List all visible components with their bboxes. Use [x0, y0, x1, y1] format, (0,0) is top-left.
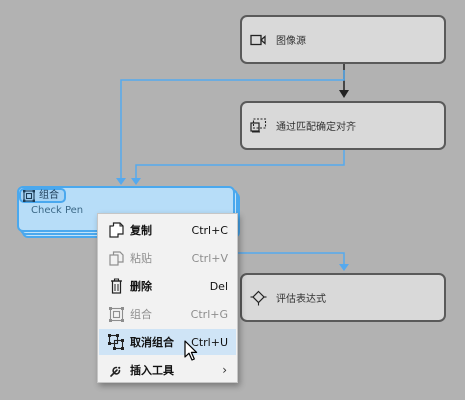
menu-item-label: 组合	[130, 308, 152, 321]
node-evaluate-expression[interactable]: 评估表达式	[240, 273, 446, 322]
menu-item-label: 复制	[130, 224, 152, 237]
menu-item-shortcut: Ctrl+G	[190, 307, 228, 321]
menu-item-label: 取消组合	[130, 336, 174, 349]
node-label: 通过匹配确定对齐	[276, 122, 356, 133]
node-align[interactable]: 通过匹配确定对齐	[240, 101, 446, 150]
menu-item-copy[interactable]: 复制 Ctrl+C	[99, 217, 236, 243]
wire-group-to-expression	[230, 252, 345, 266]
menu-item-shortcut: Ctrl+U	[191, 335, 228, 349]
expression-diamond-icon	[249, 289, 267, 307]
group-title-tab[interactable]: 组合	[19, 188, 66, 203]
group-title: 组合	[39, 189, 59, 201]
wire-align-to-group	[135, 149, 345, 180]
menu-item-label: 插入工具	[130, 364, 174, 377]
menu-item-shortcut: Ctrl+C	[191, 223, 228, 237]
menu-item-delete[interactable]: 删除 Del	[99, 273, 236, 299]
menu-item-label: 粘贴	[130, 252, 152, 265]
node-label: 图像源	[276, 36, 306, 47]
trash-icon	[107, 277, 125, 295]
group-frame-icon	[23, 189, 35, 202]
align-frame-icon	[249, 117, 267, 135]
ungroup-icon	[107, 333, 125, 351]
copy-icon	[107, 221, 125, 239]
arrowhead-expression	[339, 264, 349, 271]
group-subtitle: Check Pen	[31, 205, 84, 216]
node-image-source[interactable]: 图像源	[240, 15, 446, 64]
menu-item-shortcut: Del	[209, 279, 228, 293]
group-icon	[107, 305, 125, 323]
arrowhead-group-2	[131, 178, 141, 185]
wrench-icon	[107, 361, 125, 379]
menu-item-ungroup[interactable]: 取消组合 Ctrl+U	[99, 329, 236, 355]
menu-item-shortcut: Ctrl+V	[191, 251, 228, 265]
menu-item-insert-tool[interactable]: 插入工具 ›	[99, 357, 236, 383]
mouse-pointer-icon	[184, 340, 198, 361]
arrowhead-group-1	[116, 178, 126, 185]
submenu-chevron-right-icon: ›	[222, 363, 227, 377]
menu-item-group[interactable]: 组合 Ctrl+G	[99, 301, 236, 327]
paste-icon	[107, 249, 125, 267]
menu-item-paste[interactable]: 粘贴 Ctrl+V	[99, 245, 236, 271]
arrowhead-align	[339, 90, 349, 98]
video-camera-icon	[249, 31, 267, 49]
context-menu[interactable]: 复制 Ctrl+C 粘贴 Ctrl+V	[97, 213, 238, 383]
menu-item-label: 删除	[130, 280, 152, 293]
node-label: 评估表达式	[276, 294, 326, 305]
